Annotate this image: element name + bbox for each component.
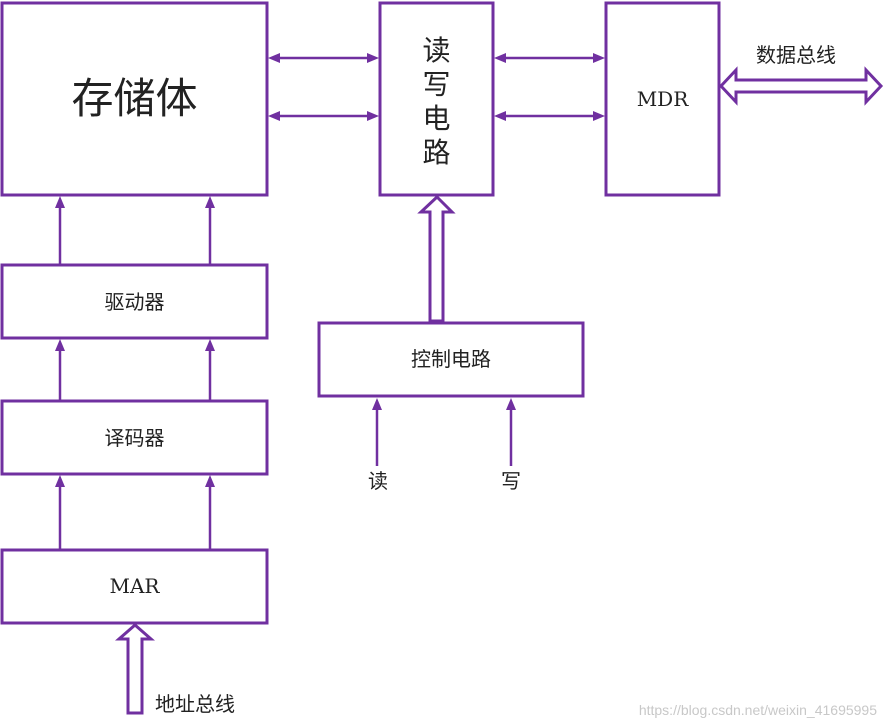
address-bus-arrow [115,623,155,715]
control-circuit-block: 控制电路 [317,321,585,398]
rw-mdr-bidirectional-arrow-top [494,53,605,63]
read-signal-arrow [372,398,382,466]
read-signal-label: 读 [368,469,388,493]
data-bus-label: 数据总线 [756,43,836,67]
rw-circuit-label-char-1: 读 [422,34,450,67]
write-signal-label: 写 [501,469,521,493]
watermark: https://blog.csdn.net/weixin_41695995 [639,702,877,718]
rw-circuit-label-char-4: 路 [422,136,450,169]
memory-rw-bidirectional-arrow-bottom [268,111,379,121]
memory-block-label: 存储体 [71,74,197,123]
decoder-to-driver-arrow-right [205,339,215,400]
decoder-label: 译码器 [105,426,165,450]
decoder-block: 译码器 [0,399,269,476]
mdr-block: MDR [604,1,721,197]
driver-label: 驱动器 [105,290,165,314]
write-signal-arrow [506,398,516,466]
rw-mdr-bidirectional-arrow-bottom [494,111,605,121]
memory-block: 存储体 [0,1,269,197]
mar-to-decoder-arrow-right [205,475,215,549]
rw-circuit-label-char-3: 电 [422,102,450,135]
data-bus-arrow [718,66,884,106]
driver-to-memory-arrow-right [205,196,215,264]
rw-circuit-label-char-2: 写 [422,68,450,101]
decoder-to-driver-arrow-left [55,339,65,400]
mdr-label: MDR [637,87,690,111]
mar-block: MAR [0,548,269,625]
mar-to-decoder-arrow-left [55,475,65,549]
driver-to-memory-arrow-left [55,196,65,264]
mar-label: MAR [110,574,161,598]
driver-block: 驱动器 [0,263,269,340]
address-bus-label: 地址总线 [155,692,235,716]
control-circuit-label: 控制电路 [411,347,491,371]
rw-circuit-block: 读 写 电 路 [378,1,495,197]
control-to-rw-arrow [417,194,456,323]
memory-rw-bidirectional-arrow-top [268,53,379,63]
